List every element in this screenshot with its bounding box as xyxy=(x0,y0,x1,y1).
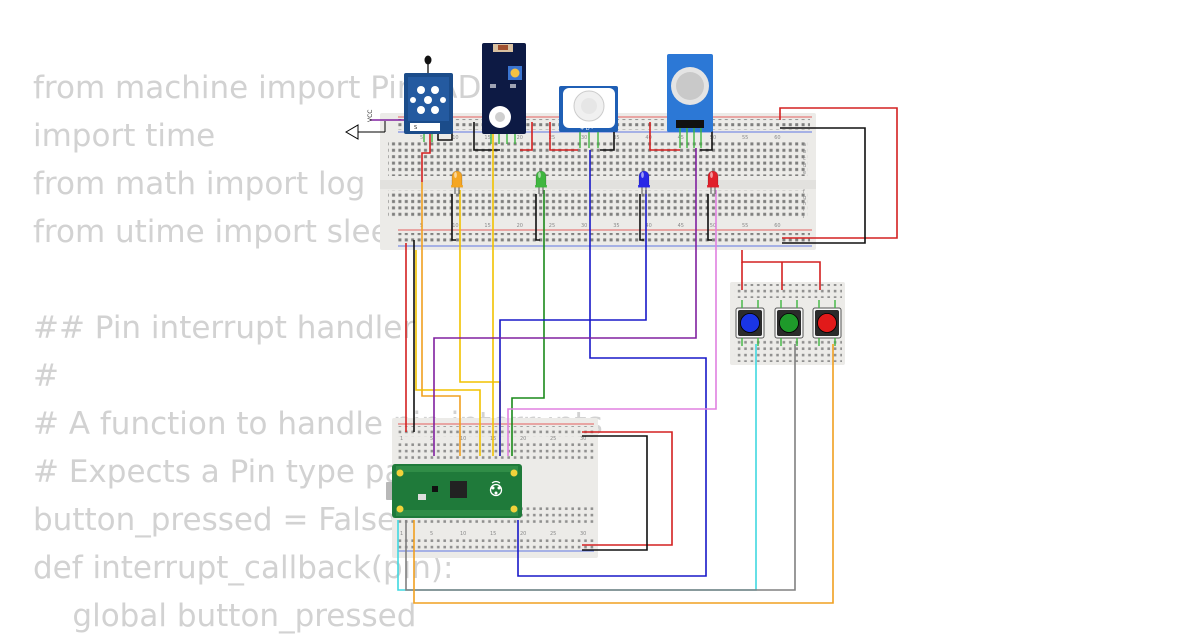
button-breadboard xyxy=(730,282,845,365)
column-label: 55 xyxy=(742,135,748,141)
code-line: from math import log xyxy=(33,166,366,202)
green-led xyxy=(535,170,547,194)
wire-led-yellow-signal xyxy=(415,250,481,456)
column-label: 25 xyxy=(550,436,556,442)
column-label: 15 xyxy=(484,135,490,141)
column-label: 60 xyxy=(774,135,780,141)
orange-led xyxy=(451,170,463,194)
column-label: 5 xyxy=(420,135,423,141)
gas-sensor-module xyxy=(667,54,713,148)
wire-pico-red-loop xyxy=(582,431,673,546)
wire-led2-gnd xyxy=(535,194,540,241)
row-label: g xyxy=(803,195,806,201)
column-label: 30 xyxy=(581,223,587,229)
column-label: 20 xyxy=(517,135,523,141)
wire-pir-red xyxy=(549,122,578,151)
column-label: 10 xyxy=(452,135,458,141)
row-label: e xyxy=(803,170,806,176)
column-label: 40 xyxy=(645,135,651,141)
wire-led-red-signal xyxy=(507,190,717,456)
column-label: 30 xyxy=(580,531,586,537)
code-line: # xyxy=(33,358,59,394)
wire-led1-gnd xyxy=(451,194,456,241)
column-label: 50 xyxy=(710,135,716,141)
wire-pir-signal xyxy=(517,150,707,577)
column-label: 10 xyxy=(460,436,466,442)
blue-button[interactable] xyxy=(735,300,765,346)
code-line: ## Pin interrupt handler xyxy=(33,310,416,346)
wire-led3-gnd xyxy=(639,194,644,241)
blue-led xyxy=(638,170,650,194)
vcc-arrow-symbol: VCC xyxy=(345,110,386,140)
wire-mq-red xyxy=(649,122,680,151)
column-label: 45 xyxy=(678,135,684,141)
column-label: 25 xyxy=(550,531,556,537)
row-label: j xyxy=(802,213,804,219)
green-button[interactable] xyxy=(774,300,804,346)
column-label: 45 xyxy=(678,223,684,229)
sound-sensor-module: S xyxy=(404,55,453,142)
column-label: 20 xyxy=(520,436,526,442)
red-led xyxy=(707,170,719,194)
row-label: a xyxy=(803,142,806,148)
column-label: 25 xyxy=(549,223,555,229)
code-line: global button_pressed xyxy=(33,598,417,634)
wire-sensor-signal xyxy=(421,182,461,456)
wire-ldr-red xyxy=(520,122,533,151)
vcc-label: VCC xyxy=(367,110,374,122)
wire-rail-red xyxy=(779,107,898,239)
column-label: 10 xyxy=(460,531,466,537)
wire-button-red-signal xyxy=(413,344,834,604)
raspberry-logo-icon xyxy=(489,480,503,497)
column-label: 10 xyxy=(452,223,458,229)
column-label: 30 xyxy=(581,135,587,141)
wire-led-blue-signal xyxy=(499,190,647,456)
column-label: 35 xyxy=(613,223,619,229)
column-label: 5 xyxy=(430,531,433,537)
column-label: 30 xyxy=(580,436,586,442)
column-label: 15 xyxy=(484,223,490,229)
red-button[interactable] xyxy=(812,300,842,346)
top-breadboard-column-labels: 5510101515202025253030353540404545505055… xyxy=(420,135,781,229)
row-label: b xyxy=(803,149,806,155)
column-label: 50 xyxy=(710,223,716,229)
wire-led-green-signal xyxy=(511,190,545,456)
wire-mq-signal xyxy=(433,148,697,456)
column-label: 25 xyxy=(549,135,555,141)
wire-button-red1 xyxy=(741,250,821,290)
row-label: i xyxy=(803,207,804,213)
wire-ldr-black xyxy=(473,122,500,151)
column-label: 1 xyxy=(400,436,403,442)
wire-pico-black-loop xyxy=(582,435,648,551)
wire-led4-gnd xyxy=(707,194,712,241)
pir-sensor: + D - xyxy=(559,86,618,148)
wires xyxy=(370,107,898,604)
ldr-module xyxy=(482,43,526,144)
raspberry-pi-pico xyxy=(386,464,522,518)
row-label: c xyxy=(803,156,806,162)
column-label: 5 xyxy=(430,436,433,442)
buttons-group xyxy=(735,300,842,346)
column-label: 60 xyxy=(774,223,780,229)
pir-pin-labels: + D - xyxy=(580,126,593,132)
row-label: h xyxy=(803,201,806,207)
column-label: 15 xyxy=(490,531,496,537)
code-line: import time xyxy=(33,118,216,154)
wire-button-green-signal xyxy=(405,344,796,591)
column-label: 55 xyxy=(742,223,748,229)
row-label: d xyxy=(803,163,806,169)
wire-sensor-red xyxy=(421,130,431,182)
leds-group xyxy=(451,170,719,194)
row-label: f xyxy=(803,189,805,195)
sensor-s-label: S xyxy=(414,125,417,131)
column-label: 1 xyxy=(400,531,403,537)
wire-rail-black xyxy=(780,127,866,244)
column-label: 20 xyxy=(520,531,526,537)
code-line: button_pressed = False xyxy=(33,502,397,538)
column-label: 40 xyxy=(645,223,651,229)
column-label: 20 xyxy=(517,223,523,229)
column-label: 35 xyxy=(613,135,619,141)
